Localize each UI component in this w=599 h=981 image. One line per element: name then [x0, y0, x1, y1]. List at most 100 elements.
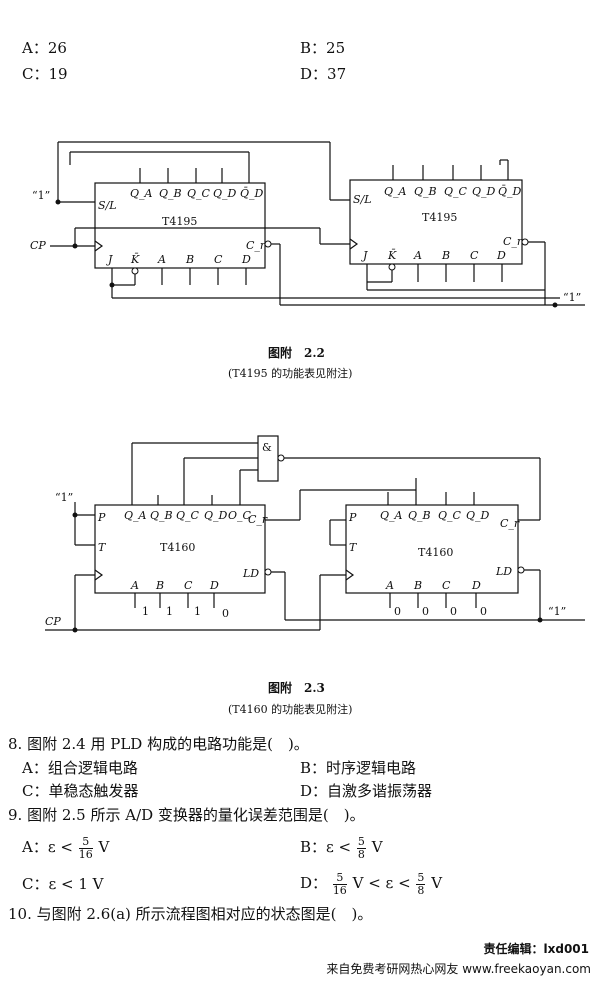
fig23-pin-qb-right: Q_B — [408, 509, 431, 522]
fig23-pin-b-right: B — [414, 579, 423, 592]
q8-option-b: B：时序逻辑电路 — [300, 759, 417, 777]
fig22-pin-a-right: A — [414, 249, 422, 262]
q8-option-c: C：单稳态触发器 — [22, 782, 139, 800]
fig22-pin-qc-right: Q_C — [444, 185, 467, 198]
fig23-const-label: “1” — [55, 491, 74, 504]
fig22-pin-b-left: B — [186, 253, 195, 266]
q9-stem: 9. 图附 2.5 所示 A/D 变换器的量化误差范围是( )。 — [8, 806, 365, 824]
q8-option-a: A：组合逻辑电路 — [22, 759, 138, 777]
q8-stem: 8. 图附 2.4 用 PLD 构成的电路功能是( )。 — [8, 735, 309, 753]
fig23-caption: 图附 2.3 — [268, 681, 325, 695]
fig22-note: (T4195 的功能表见附注) — [228, 367, 353, 380]
fig22-pin-d-left: D — [242, 253, 251, 266]
fig23-pin-a-left: A — [131, 579, 139, 592]
fig23-note: (T4160 的功能表见附注) — [228, 703, 353, 716]
fig22-pin-c-right: C — [470, 249, 479, 262]
fig23-input-c-left: 1 — [194, 605, 201, 618]
footer-source: 来自免费考研网热心网友 www.freekaoyan.com — [326, 962, 591, 976]
fig23-pin-p-right: P — [349, 511, 357, 524]
fig23-pin-p-left: P — [98, 511, 106, 524]
fig22-pin-j-left: J — [108, 253, 113, 266]
fig22-pin-qdbar-right: Q̄_D — [498, 185, 522, 198]
fig23-pin-d-right: D — [472, 579, 481, 592]
fig22-pin-cr-left: C_r — [246, 239, 266, 252]
fig22-const-label: “1” — [32, 189, 51, 202]
fig22-pin-qd-left: Q_D — [213, 187, 237, 200]
fig22-pin-qc-left: Q_C — [187, 187, 210, 200]
option-d: D：37 — [300, 65, 347, 83]
fig23-chip-right: T4160 — [418, 546, 454, 559]
fig23-pin-c-right: C — [442, 579, 451, 592]
fig22-clock-label: CP — [30, 239, 46, 252]
chip-t4160-right — [345, 504, 519, 594]
fig23-pin-ld-left: LD — [243, 567, 260, 580]
fig23-const-label-right: “1” — [548, 605, 567, 618]
fig22-const-label-right: “1” — [563, 291, 582, 304]
fig23-input-b-right: 0 — [422, 605, 429, 618]
fig22-pin-a-left: A — [158, 253, 166, 266]
fig22-pin-cr-right: C_r — [503, 235, 523, 248]
fig23-pin-b-left: B — [156, 579, 165, 592]
fig23-pin-a-right: A — [386, 579, 394, 592]
fig22-pin-qa-right: Q_A — [384, 185, 407, 198]
q9-option-c: C：ε < 1 V — [22, 875, 104, 893]
fig23-pin-cr-left: C_r — [248, 513, 268, 526]
fig23-pin-cr-right: C_r — [500, 517, 520, 530]
fig22-pin-qd-right: Q_D — [472, 185, 496, 198]
chip-t4160-left — [94, 504, 266, 594]
fig22-pin-qb-left: Q_B — [159, 187, 182, 200]
q8-option-d: D：自激多谐振荡器 — [300, 782, 433, 800]
fig23-pin-ld-right: LD — [496, 565, 513, 578]
fig22-pin-k-right: K̄ — [388, 249, 397, 262]
fig23-pin-qb-left: Q_B — [150, 509, 173, 522]
fig23-pin-qc-right: Q_C — [438, 509, 461, 522]
fig23-gate-label: & — [262, 441, 272, 454]
fig23-pin-c-left: C — [184, 579, 193, 592]
fig23-pin-t-left: T — [98, 541, 106, 554]
fig23-pin-oc-left: O_C — [228, 509, 251, 522]
option-c: C：19 — [22, 65, 68, 83]
fig22-chip-left: T4195 — [162, 215, 198, 228]
fig23-input-c-right: 0 — [450, 605, 457, 618]
fig22-pin-sl-right: S/L — [353, 193, 372, 206]
fig22-pin-qa-left: Q_A — [130, 187, 153, 200]
q10-stem: 10. 与图附 2.6(a) 所示流程图相对应的状态图是( )。 — [8, 905, 373, 923]
fig23-pin-d-left: D — [210, 579, 219, 592]
chip-t4195-left — [94, 182, 266, 269]
fig23-pin-qa-right: Q_A — [380, 509, 403, 522]
fig23-pin-qa-left: Q_A — [124, 509, 147, 522]
fig22-pin-k-left: K̄ — [131, 253, 140, 266]
fig22-caption: 图附 2.2 — [268, 346, 325, 360]
fig23-clock-label: CP — [45, 615, 61, 628]
fig22-pin-b-right: B — [442, 249, 451, 262]
fig23-chip-left: T4160 — [160, 541, 196, 554]
editor-credit: 责任编辑：lxd001 — [483, 942, 590, 956]
fig23-input-b-left: 1 — [166, 605, 173, 618]
fig22-pin-c-left: C — [214, 253, 223, 266]
fig23-input-a-right: 0 — [394, 605, 401, 618]
fig23-pin-qc-left: Q_C — [176, 509, 199, 522]
fig22-pin-qb-right: Q_B — [414, 185, 437, 198]
fig22-chip-right: T4195 — [422, 211, 458, 224]
fig22-pin-sl-left: S/L — [98, 199, 117, 212]
fig23-pin-qd-left: Q_D — [204, 509, 228, 522]
fig22-pin-d-right: D — [497, 249, 506, 262]
fig22-pin-qdbar-left: Q̄_D — [240, 187, 264, 200]
option-b: B：25 — [300, 39, 346, 57]
fig23-input-d-right: 0 — [480, 605, 487, 618]
option-a: A：26 — [22, 39, 67, 57]
fig23-pin-t-right: T — [349, 541, 357, 554]
fig23-input-a-left: 1 — [142, 605, 149, 618]
fig23-pin-qd-right: Q_D — [466, 509, 490, 522]
fig23-input-d-left: 0 — [222, 607, 229, 620]
chip-t4195-right — [349, 179, 523, 265]
